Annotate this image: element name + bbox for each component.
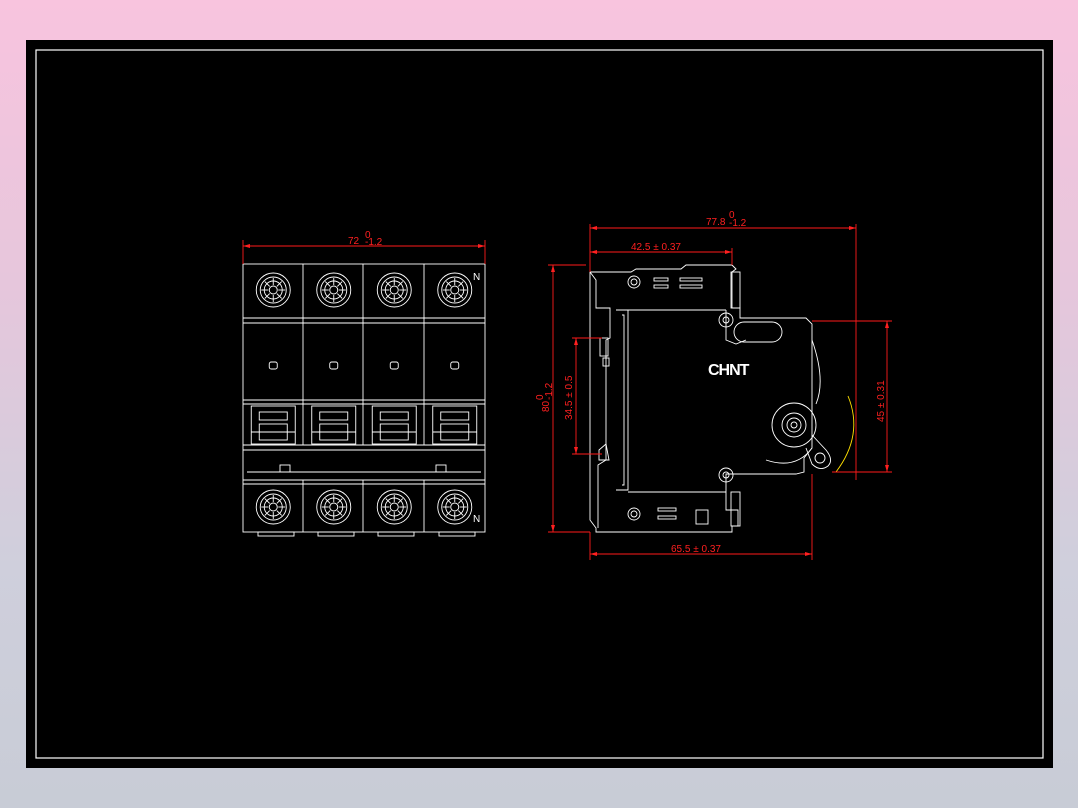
handle-value: 45 ± 0.31 xyxy=(876,380,887,422)
toggle-handle-4 xyxy=(432,405,478,445)
cad-drawing: N N 72 0 -1.2 xyxy=(35,49,1044,759)
pole-indicator-4 xyxy=(450,361,460,370)
drawing-frame xyxy=(35,49,1044,759)
side-overall-depth-dimension: 77.8 0 -1.2 xyxy=(589,210,857,480)
height-tol-lower: -1.2 xyxy=(544,382,555,400)
brand-logo: CHNT xyxy=(708,362,750,379)
toggle-handle-2 xyxy=(311,405,357,445)
side-view: CHNT xyxy=(589,264,855,533)
rail-value: 34.5 ± 0.5 xyxy=(564,375,575,420)
terminal-screw-top-4 xyxy=(437,272,473,308)
side-bottom-depth-dimension: 65.5 ± 0.37 xyxy=(589,474,813,560)
neutral-marker-top: N xyxy=(473,272,480,283)
side-top-depth-dimension: 42.5 ± 0.37 xyxy=(590,242,733,265)
overall-depth-value: 77.8 xyxy=(706,217,726,228)
front-width-tol-upper: 0 xyxy=(365,230,371,241)
terminal-screw-bottom-1 xyxy=(255,489,291,525)
terminal-screw-top-2 xyxy=(316,272,352,308)
toggle-handle-3 xyxy=(371,405,417,445)
height-tol-upper: 0 xyxy=(535,394,546,400)
toggle-handle-1 xyxy=(250,405,296,445)
drawing-sheet: N N 72 0 -1.2 xyxy=(26,40,1053,768)
bottom-depth-value: 65.5 ± 0.37 xyxy=(671,544,721,555)
pole-indicator-3 xyxy=(389,361,399,370)
overall-depth-tol-lower: -1.2 xyxy=(729,218,747,229)
front-view: N N xyxy=(242,263,486,537)
top-depth-value: 42.5 ± 0.37 xyxy=(631,242,681,253)
terminal-screw-top-1 xyxy=(255,272,291,308)
side-handle-dimension: 45 ± 0.31 xyxy=(812,320,892,473)
front-width-dimension: 72 0 -1.2 xyxy=(242,230,486,264)
side-height-dimension: 80 0 -1.2 xyxy=(535,264,590,533)
front-width-value: 72 xyxy=(348,236,360,247)
neutral-marker-bottom: N xyxy=(473,514,480,525)
pole-indicator-2 xyxy=(329,361,339,370)
terminal-screw-bottom-2 xyxy=(316,489,352,525)
terminal-screw-bottom-4 xyxy=(437,489,473,525)
terminal-screw-bottom-3 xyxy=(376,489,412,525)
height-value: 80 xyxy=(541,400,552,412)
overall-depth-tol-upper: 0 xyxy=(729,210,735,221)
terminal-screw-top-3 xyxy=(376,272,412,308)
front-width-tol-lower: -1.2 xyxy=(365,237,383,248)
pole-indicator-1 xyxy=(268,361,278,370)
side-rail-dimension: 34.5 ± 0.5 xyxy=(564,337,602,455)
